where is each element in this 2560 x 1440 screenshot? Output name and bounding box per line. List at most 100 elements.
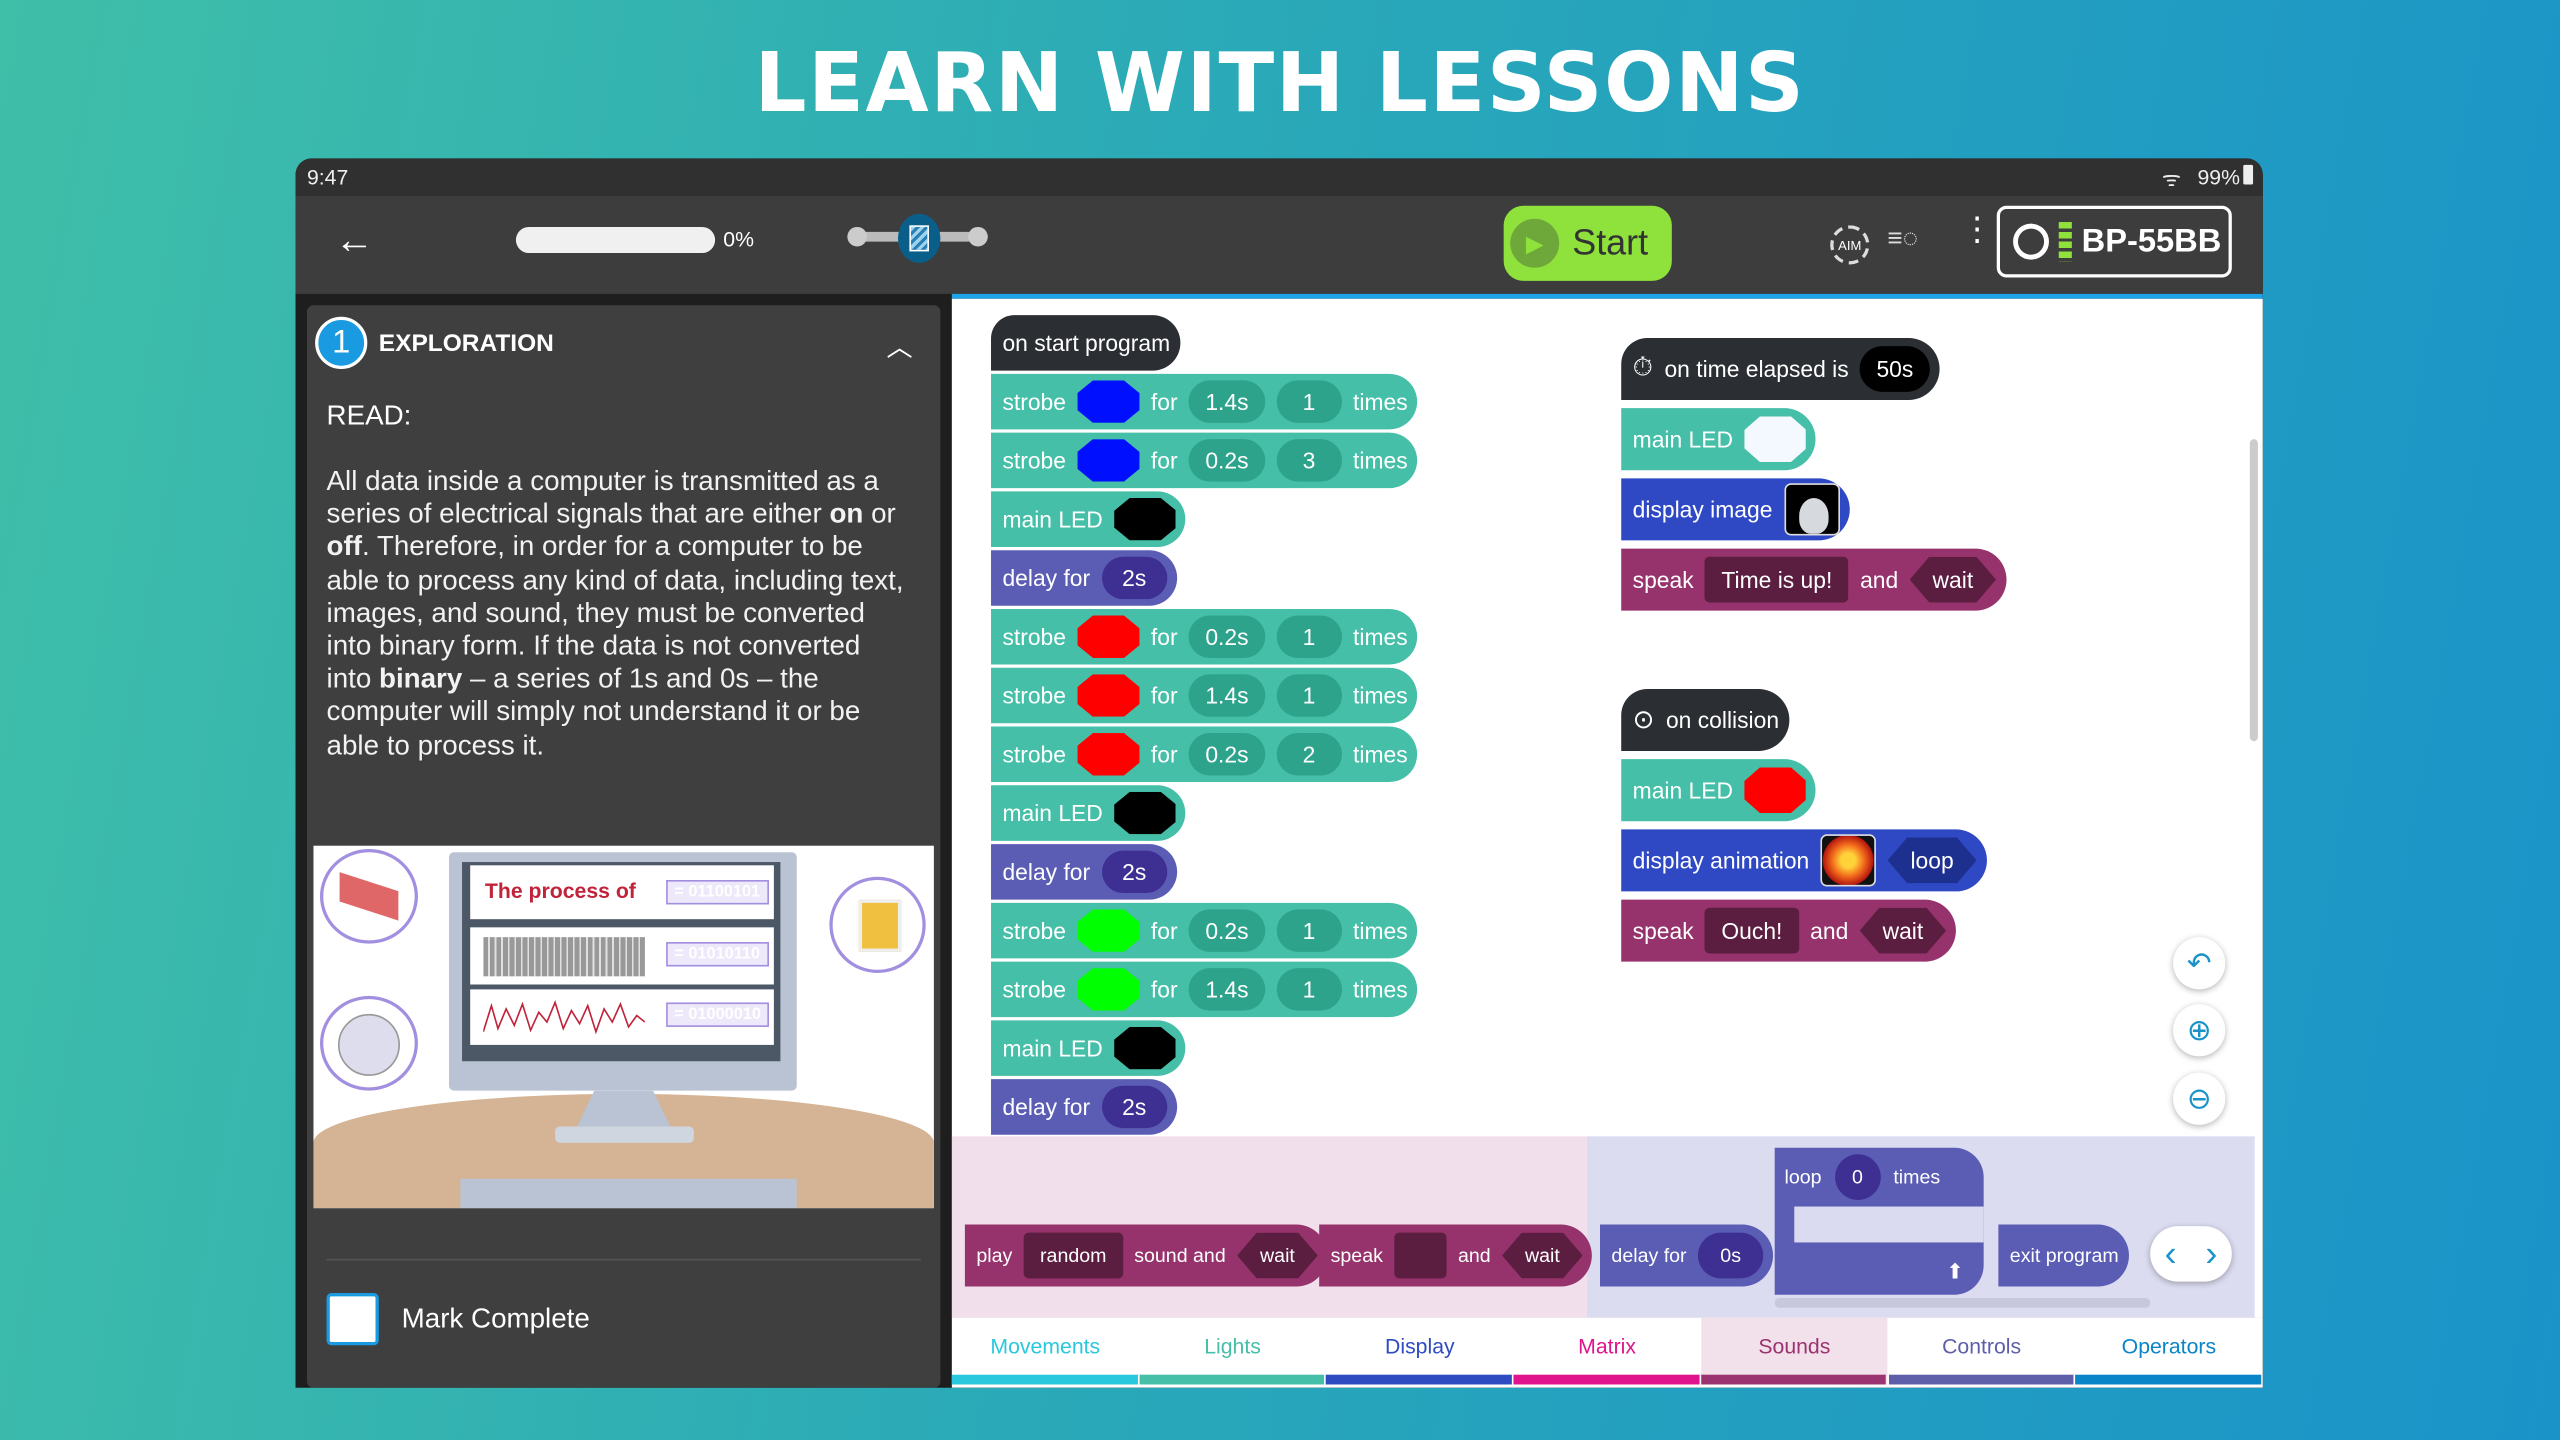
block-value-input[interactable]: 1.4s <box>1189 968 1265 1011</box>
color-picker[interactable] <box>1744 767 1807 814</box>
chevron-left-icon[interactable]: ‹ <box>2164 1232 2177 1274</box>
display-block[interactable]: display image <box>1621 478 1850 541</box>
block-option-dropdown[interactable]: wait <box>1860 908 1946 954</box>
color-picker[interactable] <box>1077 733 1140 776</box>
speed-slider[interactable] <box>847 213 988 263</box>
calibrate-icon[interactable]: ≡◌ <box>1887 225 1919 254</box>
block-value-input[interactable]: 0.2s <box>1189 733 1265 776</box>
block-value-input[interactable]: 1 <box>1276 968 1342 1011</box>
undo-icon[interactable]: ↶ <box>2173 937 2226 990</box>
explosion-image[interactable] <box>1820 834 1877 887</box>
color-picker[interactable] <box>1114 1026 1177 1070</box>
block-option-dropdown[interactable]: wait <box>1237 1233 1318 1279</box>
color-picker[interactable] <box>1077 909 1140 952</box>
block-value-input[interactable]: 1.4s <box>1189 674 1265 717</box>
block-text-input[interactable] <box>1394 1232 1447 1279</box>
block-option-dropdown[interactable]: wait <box>1502 1233 1583 1279</box>
start-button[interactable]: ▶ Start <box>1503 205 1672 281</box>
block-value-input[interactable]: 2 <box>1276 733 1342 776</box>
aim-icon[interactable]: AIM <box>1830 225 1870 265</box>
block-option-dropdown[interactable]: wait <box>1910 557 1996 603</box>
block-label: main LED <box>1002 506 1103 533</box>
block-label: for <box>1150 447 1178 474</box>
tab-sounds[interactable]: Sounds <box>1700 1317 1888 1385</box>
more-options-icon[interactable]: ⋮ <box>1960 212 1994 249</box>
palette-scrollbar[interactable] <box>1774 1297 2151 1308</box>
lights-block[interactable]: main LED <box>991 491 1187 547</box>
palette-nav[interactable]: ‹› <box>2150 1226 2232 1282</box>
block-value-input[interactable]: 1 <box>1276 674 1342 717</box>
slider-handle[interactable] <box>897 213 941 263</box>
block-text-input[interactable]: random <box>1023 1232 1123 1279</box>
step-header[interactable]: 1 EXPLORATION ︿ <box>307 305 940 380</box>
color-picker[interactable] <box>1744 416 1807 463</box>
block-value-input[interactable]: 2s <box>1101 556 1167 600</box>
vertical-scrollbar[interactable] <box>2249 439 2258 742</box>
block-value-input[interactable]: 0.2s <box>1189 615 1265 658</box>
color-picker[interactable] <box>1114 791 1177 835</box>
block-text-input[interactable]: Time is up! <box>1705 556 1849 603</box>
block-value-input[interactable]: 1 <box>1276 909 1342 952</box>
event-block[interactable]: on start program <box>991 315 1180 371</box>
block-value-input[interactable]: 0.2s <box>1189 439 1265 482</box>
color-picker[interactable] <box>1077 674 1140 717</box>
lights-block[interactable]: main LED <box>991 1020 1187 1076</box>
tab-matrix[interactable]: Matrix <box>1513 1318 1701 1385</box>
block-value-input[interactable]: 0.2s <box>1189 909 1265 952</box>
event-block[interactable]: ⊙on collision <box>1621 688 1789 752</box>
tab-controls[interactable]: Controls <box>1888 1318 2075 1385</box>
lights-block[interactable]: main LED <box>991 785 1187 841</box>
block-value-input[interactable]: 1 <box>1276 380 1342 423</box>
back-button[interactable]: ← <box>334 218 374 263</box>
block-value-input[interactable]: 2s <box>1101 1085 1167 1129</box>
block-value-input[interactable]: 0s <box>1698 1232 1764 1279</box>
tab-lights[interactable]: Lights <box>1139 1318 1326 1385</box>
color-picker[interactable] <box>1077 968 1140 1011</box>
color-picker[interactable] <box>1077 615 1140 658</box>
zoom-in-icon[interactable]: ⊕ <box>2173 1004 2226 1057</box>
zoom-out-icon[interactable]: ⊖ <box>2173 1072 2226 1125</box>
tab-display[interactable]: Display <box>1326 1318 1513 1385</box>
block-value-input[interactable]: 2s <box>1101 850 1167 894</box>
lights-block[interactable]: main LED <box>1621 408 1817 471</box>
block-value-input[interactable]: 50s <box>1860 346 1930 392</box>
robot-connection-button[interactable]: BP-55BB <box>1996 205 2232 278</box>
lights-block[interactable]: main LED <box>1621 759 1817 822</box>
mark-complete-checkbox[interactable] <box>326 1293 379 1346</box>
controls-block[interactable]: exit program <box>1998 1224 2129 1287</box>
color-picker[interactable] <box>1077 380 1140 423</box>
block-value-input[interactable]: 1 <box>1276 615 1342 658</box>
tab-operators[interactable]: Operators <box>2075 1318 2262 1385</box>
tab-movements[interactable]: Movements <box>951 1318 1139 1385</box>
block-label: strobe <box>1002 623 1066 650</box>
block-option-dropdown[interactable]: loop <box>1888 838 1977 884</box>
block-value-input[interactable]: 0 <box>1834 1154 1881 1200</box>
block-value-input[interactable]: 3 <box>1276 439 1342 482</box>
rabbit-image[interactable] <box>1783 483 1840 536</box>
block-value-input[interactable]: 1.4s <box>1189 380 1265 423</box>
chevron-up-icon[interactable]: ︿ <box>886 334 913 363</box>
chevron-right-icon[interactable]: › <box>2205 1232 2218 1274</box>
color-picker[interactable] <box>1114 497 1177 541</box>
color-picker[interactable] <box>1077 439 1140 482</box>
block-text-input[interactable]: Ouch! <box>1705 907 1799 954</box>
